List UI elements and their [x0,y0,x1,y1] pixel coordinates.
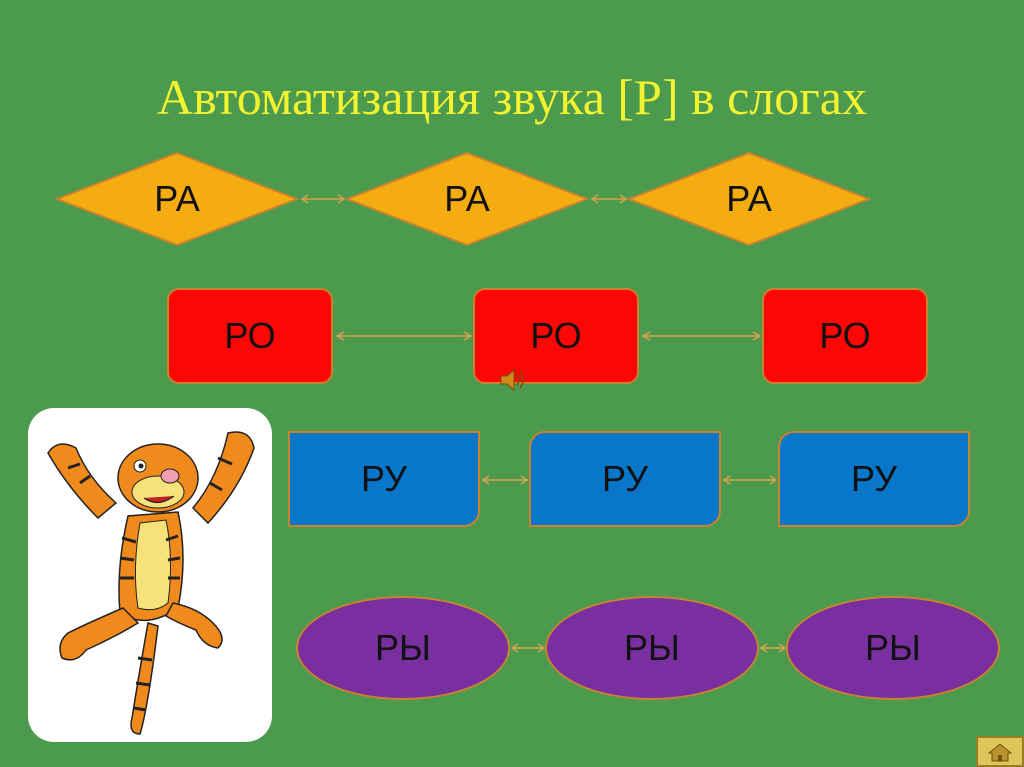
tigger-illustration-card [28,408,272,742]
syllable-ra-1[interactable]: РА [55,151,299,247]
speaker-icon[interactable] [497,365,527,395]
syllable-ry-1[interactable]: РЫ [296,596,510,700]
syllable-label: РЫ [375,627,431,668]
syllable-ro-1[interactable]: РО [167,288,333,384]
double-arrow-icon [759,643,787,653]
syllable-label: РЫ [624,627,680,668]
tigger-character [47,431,255,735]
syllable-ro-2[interactable]: РО [473,288,639,384]
syllable-label: РО [224,315,276,356]
syllable-ru-2[interactable]: РУ [529,431,721,527]
syllable-label: РУ [601,458,649,499]
double-arrow-icon [641,331,762,341]
syllable-label: РА [444,178,490,219]
home-icon [987,742,1013,761]
double-arrow-icon [722,475,778,485]
syllable-label: РО [819,315,871,356]
syllable-label: РО [530,315,582,356]
syllable-ra-2[interactable]: РА [345,151,589,247]
double-arrow-icon [300,194,346,204]
syllable-label: РА [154,178,200,219]
syllable-ro-3[interactable]: РО [762,288,928,384]
syllable-ru-1[interactable]: РУ [288,431,480,527]
syllable-label: РУ [360,458,408,499]
syllable-ru-3[interactable]: РУ [778,431,970,527]
syllable-label: РЫ [865,627,921,668]
syllable-label: РА [726,178,772,219]
syllable-ry-3[interactable]: РЫ [786,596,1000,700]
home-button[interactable] [976,736,1024,767]
double-arrow-icon [510,643,546,653]
double-arrow-icon [481,475,529,485]
slide-title: Автоматизация звука [Р] в слогах [157,69,867,125]
syllable-ry-2[interactable]: РЫ [545,596,759,700]
syllable-ra-3[interactable]: РА [627,151,871,247]
syllable-label: РУ [850,458,898,499]
double-arrow-icon [335,331,473,341]
double-arrow-icon [590,194,628,204]
